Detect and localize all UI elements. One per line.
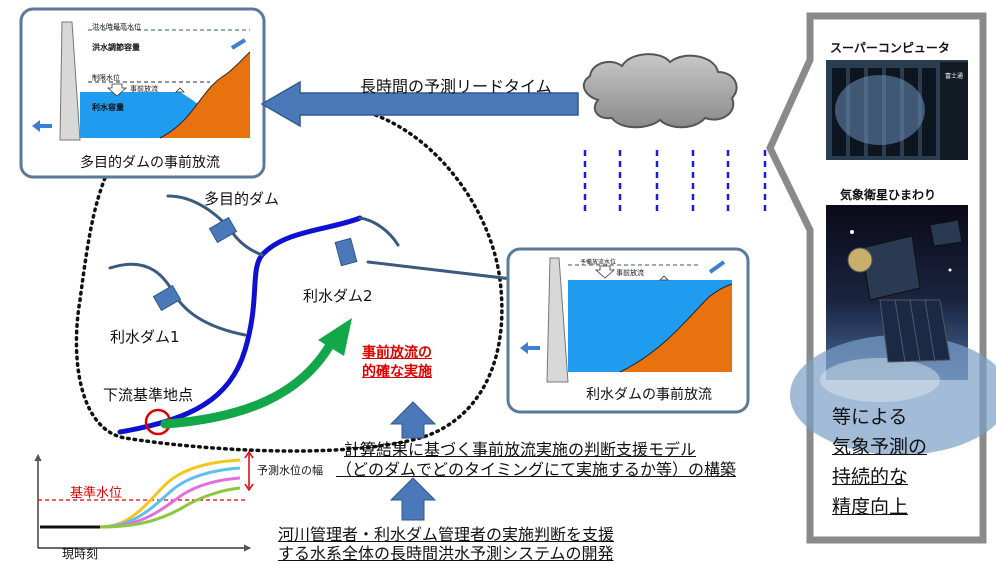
water-dam-2-label: 利水ダム2 bbox=[303, 287, 373, 305]
supercomputer-label: スーパーコンピュータ bbox=[830, 41, 950, 55]
water-dam-1-label: 利水ダム1 bbox=[110, 328, 180, 346]
model-text-line1: 計算結果に基づく事前放流実施の判断支援モデル bbox=[344, 440, 697, 459]
system-text-line1: 河川管理者・利水ダム管理者の実施判断を支援 bbox=[278, 525, 615, 544]
side-text-line2: 気象予測の bbox=[832, 436, 928, 458]
satellite-image bbox=[790, 205, 996, 455]
lead-time-label: 長時間の予測リードタイム bbox=[360, 77, 552, 96]
green-arrow bbox=[160, 340, 335, 429]
satellite-label: 気象衛星ひまわり bbox=[840, 188, 937, 202]
up-arrow-lower bbox=[389, 477, 437, 521]
top-panel-dam-wall bbox=[59, 21, 81, 141]
side-text-line3: 持続的な bbox=[832, 466, 909, 488]
level-flood-max-label: 洪水時最高水位 bbox=[92, 23, 141, 31]
downstream-point-label: 下流基準地点 bbox=[103, 386, 194, 404]
accurate-release-line1: 事前放流の bbox=[362, 345, 432, 361]
pre-release-label-top: 事前放流 bbox=[130, 85, 158, 93]
flood-capacity-label: 洪水調節容量 bbox=[92, 43, 140, 52]
now-label: 現時刻 bbox=[62, 547, 99, 561]
up-arrow-upper bbox=[389, 401, 437, 439]
water-use-capacity-label: 利水容量 bbox=[92, 103, 124, 112]
dam-panel-top-caption: 多目的ダムの事前放流 bbox=[80, 155, 220, 171]
cloud-icon bbox=[582, 53, 738, 129]
right-panel-level-label: 予備放流水位 bbox=[580, 259, 617, 266]
forecast-chart bbox=[34, 450, 254, 552]
level-normal-label: 制限水位 bbox=[92, 74, 120, 82]
dam-panel-right-caption: 利水ダムの事前放流 bbox=[586, 387, 712, 403]
side-text-line1: 等による bbox=[832, 406, 908, 428]
water-dam-2-block bbox=[334, 237, 358, 267]
water-dam-1-block bbox=[152, 284, 182, 312]
right-panel-earth bbox=[620, 284, 732, 372]
model-text-line2: （どのダムでどのタイミングにて実施するか等）の構築 bbox=[336, 460, 737, 479]
accurate-release-line2: 的確な実施 bbox=[362, 364, 432, 380]
right-panel-dam-wall bbox=[546, 257, 569, 383]
forecast-range-label: 予測水位の幅 bbox=[257, 464, 323, 477]
right-panel-pre-release-label: 事前放流 bbox=[616, 269, 644, 277]
multi-dam-label: 多目的ダム bbox=[204, 190, 280, 208]
lead-time-arrow bbox=[260, 80, 579, 128]
reference-level-label: 基準水位 bbox=[70, 486, 123, 501]
supercomputer-image: 富士通 bbox=[826, 60, 968, 160]
main-river bbox=[117, 215, 363, 435]
svg-text:富士通: 富士通 bbox=[945, 72, 963, 80]
rain-lines bbox=[583, 150, 767, 215]
system-text-line2: する水系全体の長時間洪水予測システムの開発 bbox=[278, 544, 614, 563]
multi-dam-block bbox=[208, 216, 238, 244]
side-text-line4: 精度向上 bbox=[832, 496, 909, 518]
